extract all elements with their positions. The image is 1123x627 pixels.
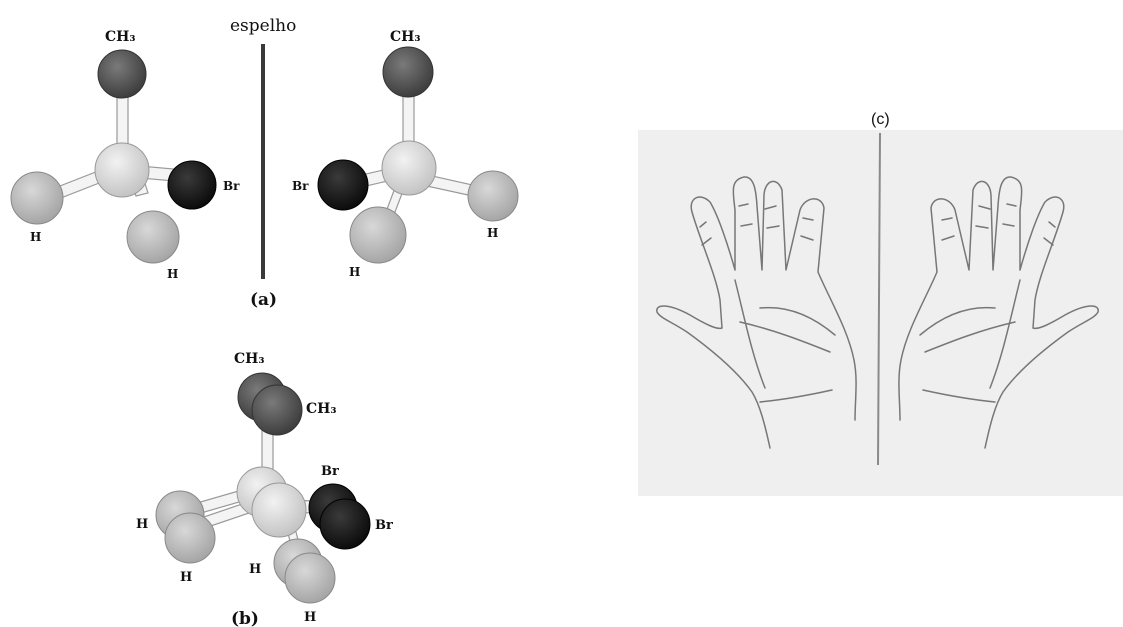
molecule-a-left: CH₃ Br H H [10,29,240,281]
carbon-atom [94,142,150,198]
caption-a: (a) [250,290,277,310]
left-hand [656,176,857,449]
methyl-label: CH₃ [306,401,337,417]
figure-c: (c) [638,111,1123,496]
hydrogen-atom [164,512,216,564]
methyl-atom [97,49,147,99]
hydrogen-atom [467,170,519,222]
molecule-a-right: CH₃ Br H H [292,29,519,279]
hydrogen-label: H [180,570,192,585]
mirror-label: espelho [230,16,296,36]
hydrogen-label: H [167,267,178,281]
caption-c: (c) [871,111,890,128]
hydrogen-atom [349,206,407,264]
methyl-label: CH₃ [105,29,136,45]
mirror: espelho (a) [230,16,296,310]
bromine-label: Br [321,464,339,479]
hydrogen-label: H [30,230,41,244]
hydrogen-atom [126,210,180,264]
carbon-atom [381,140,437,196]
carbon-atom [251,482,307,538]
bromine-label: Br [375,518,393,533]
molecule-b: CH₃ CH₃ Br Br H H H H (b) [136,351,393,627]
right-hand [898,176,1099,449]
methyl-atom [382,46,434,98]
hydrogen-label: H [349,265,360,279]
bromine-label: Br [292,179,309,193]
bromine-atom [317,159,369,211]
hydrogen-label: H [136,517,148,532]
methyl-atom [251,384,303,436]
bromine-atom [319,498,371,550]
caption-b: (b) [231,609,259,627]
hydrogen-label: H [487,226,498,240]
hydrogen-label: H [304,610,316,625]
hydrogen-label: H [249,562,261,577]
hydrogen-atom [10,171,64,225]
hydrogen-atom [284,552,336,604]
bromine-atom [167,160,217,210]
mirror-line [877,132,881,466]
methyl-label: CH₃ [390,29,421,45]
bromine-label: Br [223,179,240,193]
methyl-label: CH₃ [234,351,265,367]
